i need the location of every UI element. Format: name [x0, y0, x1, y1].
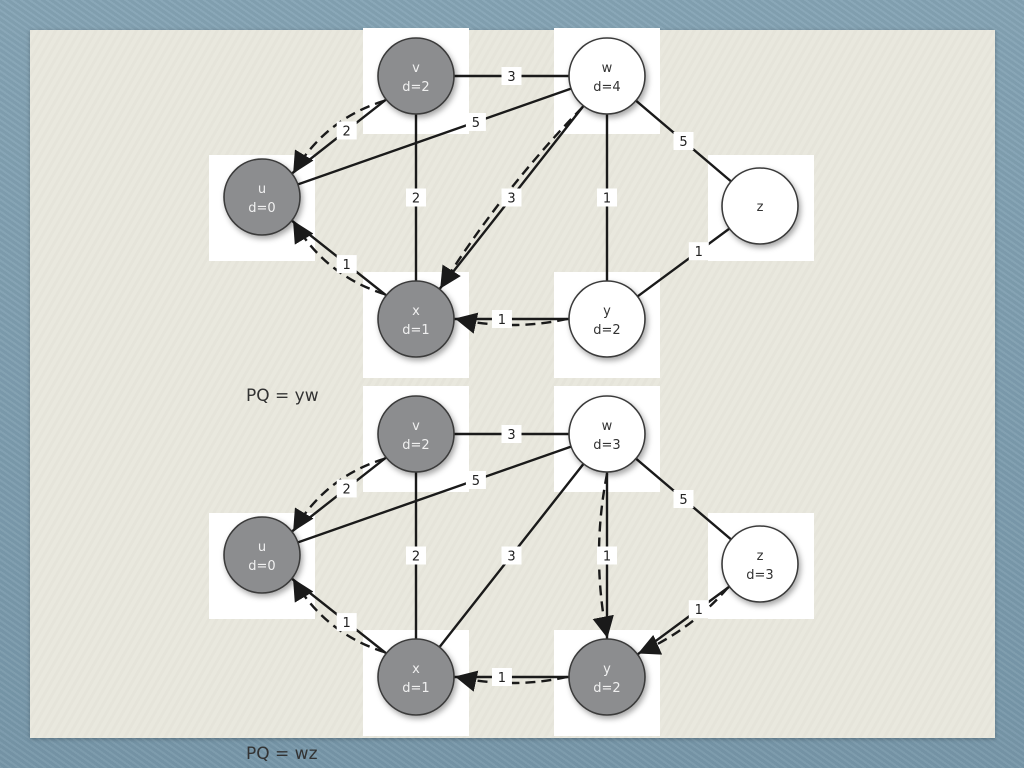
edge-weight-bg-v-x — [406, 188, 426, 207]
edge-weight-bg-v-w — [501, 425, 522, 443]
node-name-v: v — [412, 61, 420, 76]
node-name-y: y — [603, 304, 611, 319]
graph-step-2: 3 2 5 2 3 1 5 1 1 1 v d=2 w d=3 u d=0 z d=3 x d=1 y d=2 — [209, 386, 814, 736]
pred-arrow-x-u — [293, 220, 386, 296]
edge-weight-v-x: 2 — [412, 192, 420, 207]
pred-arrow-y-x — [454, 670, 568, 692]
edge-weight-w-y: 1 — [603, 192, 611, 207]
edge-weight-bg-v-w — [501, 67, 522, 85]
edge-weight-bg-w-y — [597, 188, 617, 207]
edge-weight-v-w: 3 — [507, 70, 515, 85]
edge-weight-v-x: 2 — [412, 550, 420, 565]
graph-step-1: 3 2 5 2 3 1 5 1 1 1 v d=2 w d=4 u d=0 z x d=1 y d=2 — [209, 28, 814, 378]
edge-weight-bg-w-z — [673, 490, 694, 508]
edge-weight-bg-v-u — [336, 121, 357, 140]
node-w — [568, 395, 646, 473]
node-name-u: u — [258, 182, 266, 197]
edge-weight-w-z: 5 — [679, 493, 687, 508]
edge-w-u — [261, 432, 608, 557]
node-z — [721, 167, 799, 245]
node-y — [568, 638, 646, 716]
node-dist-x: d=1 — [402, 681, 429, 696]
edge-weight-v-u: 2 — [343, 124, 351, 139]
edge-weight-z-y: 1 — [695, 603, 703, 618]
node-dist-v: d=2 — [402, 438, 429, 453]
slide — [30, 30, 995, 738]
node-name-x: x — [412, 662, 420, 677]
edge-weight-w-y: 1 — [603, 550, 611, 565]
edge-weight-bg-x-y — [491, 310, 512, 328]
pred-arrow-v-u — [293, 99, 385, 174]
edge-weight-bg-u-x — [336, 255, 357, 274]
edge-weight-v-u: 2 — [343, 482, 351, 497]
edge-weight-w-u: 5 — [472, 116, 480, 131]
priority-queue-label-2: PQ = wz — [246, 744, 318, 764]
node-x — [377, 638, 455, 716]
node-v — [377, 395, 455, 473]
node-dist-u: d=0 — [248, 559, 275, 574]
node-name-z: z — [757, 549, 764, 564]
node-u — [223, 158, 301, 236]
node-u — [223, 516, 301, 594]
node-name-y: y — [603, 662, 611, 677]
node-name-x: x — [412, 304, 420, 319]
node-z — [721, 525, 799, 603]
edge-weight-z-y: 1 — [695, 245, 703, 260]
edge-weight-x-y: 1 — [498, 671, 506, 686]
priority-queue-label-1: PQ = yw — [246, 386, 319, 406]
pred-arrow-v-u — [293, 457, 385, 532]
edge-weight-bg-z-y — [688, 600, 709, 619]
node-y — [568, 280, 646, 358]
edge-weight-bg-z-y — [688, 242, 709, 261]
node-name-w: w — [602, 61, 613, 76]
edge-weight-bg-w-y — [597, 546, 617, 565]
edge-weight-u-x: 1 — [343, 616, 351, 631]
edge-weight-w-z: 5 — [679, 135, 687, 150]
pred-arrow-z-y — [638, 586, 729, 655]
edge-weight-u-x: 1 — [343, 258, 351, 273]
edge-weight-w-x: 3 — [507, 550, 515, 565]
edge-weight-w-x: 3 — [507, 192, 515, 207]
edge-weight-bg-u-x — [336, 613, 357, 632]
node-name-z: z — [757, 200, 764, 215]
edge-weight-x-y: 1 — [498, 313, 506, 328]
node-name-u: u — [258, 540, 266, 555]
edge-weight-bg-w-x — [501, 188, 522, 207]
edge-weight-bg-v-x — [406, 546, 426, 565]
pred-arrow-y-x — [454, 312, 568, 334]
node-dist-y: d=2 — [593, 323, 620, 338]
node-dist-x: d=1 — [402, 323, 429, 338]
edge-weight-bg-w-u — [465, 112, 486, 131]
node-name-w: w — [602, 419, 613, 434]
pred-arrow-x-u — [293, 578, 386, 654]
node-dist-u: d=0 — [248, 201, 275, 216]
node-dist-w: d=4 — [593, 80, 620, 95]
node-w — [568, 37, 646, 115]
edge-weight-bg-v-u — [336, 479, 357, 498]
node-name-v: v — [412, 419, 420, 434]
node-x — [377, 280, 455, 358]
node-dist-v: d=2 — [402, 80, 429, 95]
edge-w-u — [261, 74, 608, 199]
edge-weight-w-u: 5 — [472, 474, 480, 489]
edge-weight-bg-x-y — [491, 668, 512, 686]
node-dist-w: d=3 — [593, 438, 620, 453]
edge-weight-bg-w-z — [673, 132, 694, 150]
edge-weight-bg-w-x — [501, 546, 522, 565]
edge-weight-v-w: 3 — [507, 428, 515, 443]
node-v — [377, 37, 455, 115]
node-dist-y: d=2 — [593, 681, 620, 696]
edge-weight-bg-w-u — [465, 470, 486, 489]
node-dist-z: d=3 — [746, 568, 773, 583]
